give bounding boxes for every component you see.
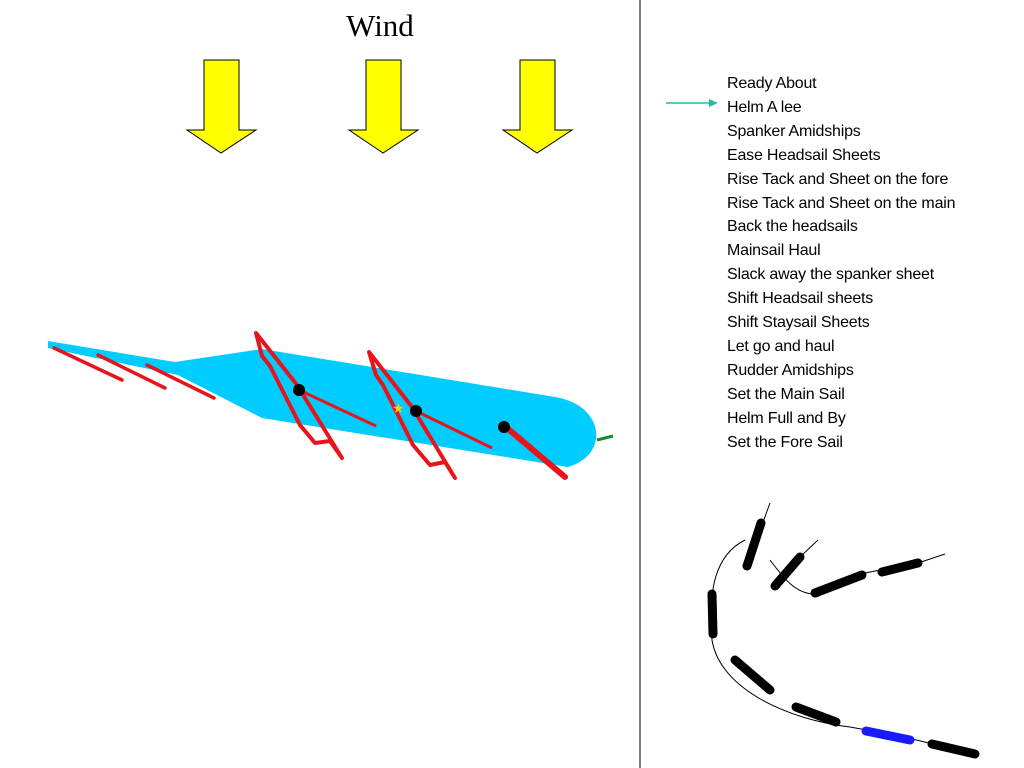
ship: ★ — [48, 331, 614, 480]
command-item: Shift Staysail Sheets — [727, 314, 870, 332]
command-item: Ease Headsail Sheets — [727, 146, 881, 164]
command-item: Spanker Amidships — [727, 122, 861, 140]
command-item: Rise Tack and Sheet on the fore — [727, 170, 949, 188]
fore-mast-icon — [293, 384, 305, 396]
command-item: Back the headsails — [727, 218, 858, 236]
command-item: Ready About — [727, 75, 817, 92]
command-item: Helm A lee — [727, 98, 802, 116]
command-item: Set the Main Sail — [727, 385, 845, 403]
bowsprit-line — [917, 553, 946, 564]
fore-mast — [254, 331, 377, 460]
wind-title: Wind — [346, 8, 414, 43]
command-item: Set the Fore Sail — [727, 433, 843, 451]
ship-position — [770, 552, 805, 591]
jib-sail — [145, 363, 216, 400]
ship-hull — [48, 341, 597, 467]
fore-yard — [298, 388, 377, 428]
main-mast-icon — [410, 405, 422, 417]
jib-sail — [52, 346, 124, 382]
current-step-arrow-icon — [666, 99, 718, 107]
command-item: Shift Headsail sheets — [727, 290, 874, 308]
command-item: Let go and haul — [727, 337, 835, 355]
wind-arrow-icon — [185, 59, 258, 154]
jib-sail — [96, 353, 167, 390]
ship-position — [730, 655, 775, 695]
star-icon: ★ — [392, 401, 405, 417]
wind-arrow-icon — [501, 59, 574, 154]
wake-line — [769, 559, 813, 595]
fore-sail — [254, 331, 344, 460]
command-item: Mainsail Haul — [727, 242, 821, 260]
ship-position — [707, 589, 718, 639]
panel-divider — [639, 0, 641, 768]
rudder-icon — [596, 434, 614, 442]
ship-position — [810, 570, 867, 598]
wake-line — [710, 539, 979, 756]
command-item: Rise Tack and Sheet on the main — [727, 194, 956, 212]
ship-position — [927, 739, 980, 759]
ship-positions — [707, 518, 980, 759]
mizzen-mast — [498, 421, 568, 480]
main-sail — [367, 350, 457, 480]
command-item: Helm Full and By — [727, 409, 846, 427]
ship-position — [791, 702, 841, 727]
mizzen-mast-icon — [498, 421, 510, 433]
jib-sails — [52, 346, 216, 400]
spanker-sail — [504, 425, 568, 480]
command-item: Slack away the spanker sheet — [727, 266, 934, 284]
main-yard — [415, 409, 493, 450]
ship-position-current — [861, 726, 915, 745]
tacking-path — [710, 502, 979, 756]
command-item: Rudder Amidships — [727, 361, 854, 379]
ship-position — [877, 558, 923, 577]
wind-arrow-icon — [347, 59, 420, 154]
ship-position — [742, 518, 766, 571]
wind-arrows — [185, 59, 574, 154]
main-mast: ★ — [367, 350, 493, 480]
command-list: Ready About Helm A lee Spanker Amidships… — [727, 72, 956, 455]
